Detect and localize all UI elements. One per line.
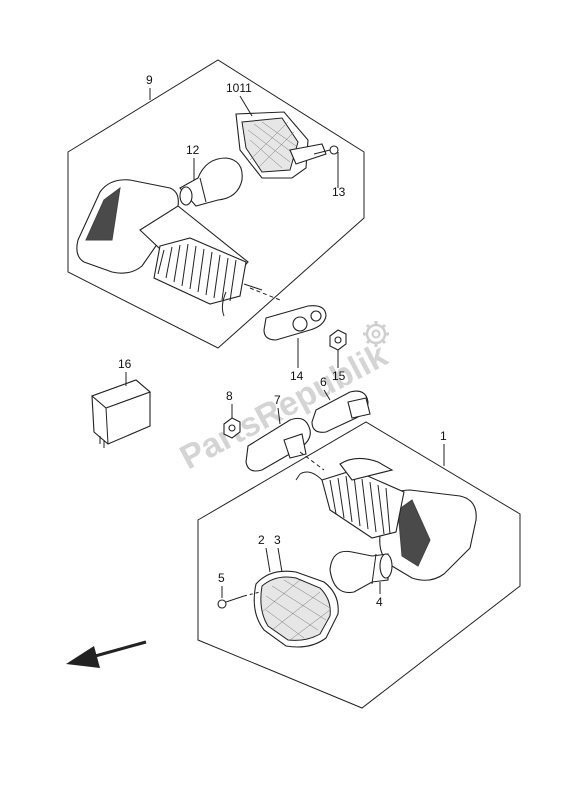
- front-rubber-bellows: [321, 469, 405, 539]
- screw-13: [313, 145, 339, 178]
- callout-7: 7: [274, 393, 281, 407]
- nut-8: [223, 417, 241, 439]
- callout-3: 3: [274, 533, 281, 547]
- callout-1011: 1011: [226, 81, 252, 95]
- callout-15: 15: [332, 369, 346, 383]
- callout-6: 6: [320, 375, 327, 389]
- gasket-14: [263, 305, 327, 368]
- rubber-bellows: [153, 237, 247, 305]
- callout-13: 13: [332, 185, 346, 199]
- rear-bulb-12: [179, 157, 243, 207]
- nut-15: [329, 329, 347, 368]
- watermark-gear-icon: [363, 321, 389, 347]
- front-direction-arrow-icon: [66, 640, 147, 668]
- callout-5: 5: [218, 571, 225, 585]
- front-bulb-4: [329, 550, 393, 594]
- callout-16: 16: [118, 357, 132, 371]
- callout-2: 2: [258, 533, 265, 547]
- rear-lens-1011: [235, 111, 327, 179]
- front-signal-housing: [295, 457, 477, 581]
- rear-signal-housing: [76, 179, 281, 317]
- callout-8: 8: [226, 389, 233, 403]
- gasket-6: [311, 390, 371, 433]
- front-turn-signal-assembly-frame: [197, 421, 521, 709]
- front-lens-2-3: [253, 570, 339, 648]
- callout-4: 4: [376, 595, 383, 609]
- callout-14: 14: [290, 369, 304, 383]
- leader-lines: [125, 88, 445, 598]
- callout-1: 1: [440, 429, 447, 443]
- callout-9: 9: [146, 73, 153, 87]
- rear-turn-signal-assembly-frame: [67, 59, 365, 349]
- callout-labels: 9 1011 12 13 14 15 16 8 7 6 1 2 3 5 4: [118, 73, 447, 609]
- callout-12: 12: [186, 143, 200, 157]
- gasket-7: [245, 417, 325, 472]
- relay-16: [90, 379, 152, 448]
- screw-5: [217, 591, 261, 609]
